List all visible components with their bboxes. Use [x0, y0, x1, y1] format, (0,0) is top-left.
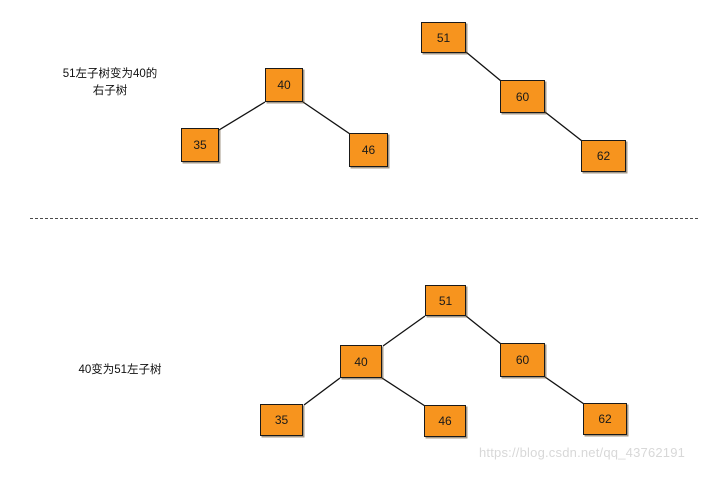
- watermark-text: https://blog.csdn.net/qq_43762191: [479, 445, 686, 460]
- tree-node-40: 40: [340, 345, 382, 378]
- tree-node-51: 51: [421, 22, 466, 53]
- tree-edge: [382, 315, 426, 347]
- tree-edge: [465, 51, 502, 82]
- tree-node-62: 62: [581, 140, 626, 172]
- tree-node-40: 40: [265, 68, 303, 102]
- tree-node-60: 60: [500, 343, 545, 377]
- caption-top: 51左子树变为40的 右子树: [62, 68, 158, 97]
- tree-edge: [303, 377, 341, 406]
- tree-edge: [465, 315, 502, 345]
- tree-node-51: 51: [425, 285, 466, 316]
- tree-edge: [381, 377, 426, 407]
- tree-node-62: 62: [583, 403, 627, 435]
- tree-node-35: 35: [260, 404, 303, 436]
- tree-node-46: 46: [349, 133, 388, 167]
- panel-divider: [30, 218, 698, 219]
- tree-edge: [218, 101, 266, 131]
- caption-bottom: 40变为51左子树: [78, 364, 162, 376]
- tree-edge: [302, 101, 351, 135]
- tree-node-60: 60: [500, 80, 545, 113]
- tree-node-46: 46: [424, 405, 466, 437]
- tree-node-35: 35: [181, 128, 219, 162]
- tree-edge: [544, 376, 585, 405]
- tree-edge: [544, 111, 583, 142]
